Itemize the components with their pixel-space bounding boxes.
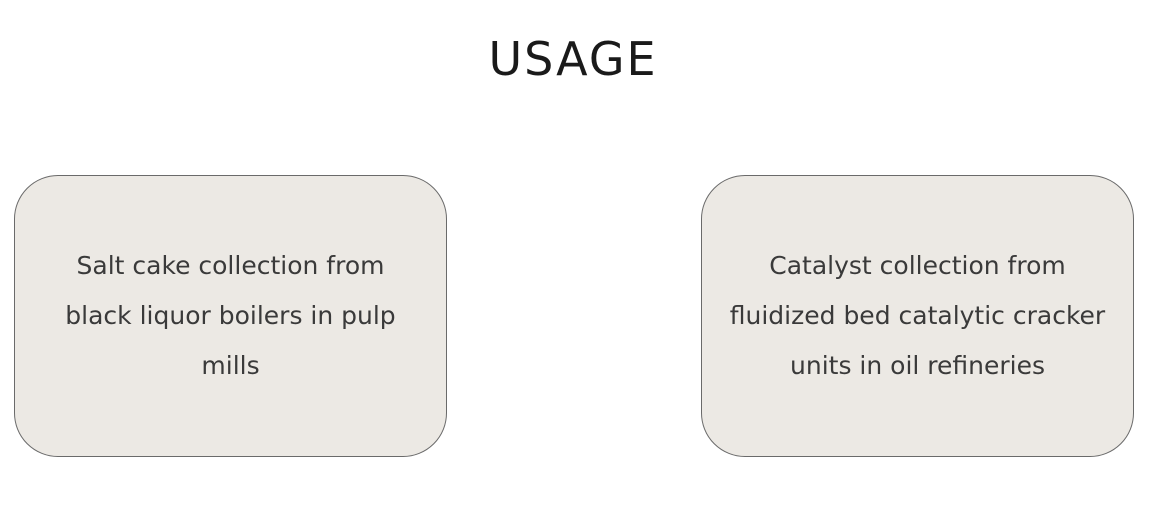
usage-card-catalyst: Catalyst collection from fluidized bed c… (701, 175, 1134, 457)
usage-card-text: Salt cake collection from black liquor b… (65, 251, 396, 380)
page-title: USAGE (488, 32, 658, 86)
usage-card-salt-cake: Salt cake collection from black liquor b… (14, 175, 447, 457)
usage-card-text: Catalyst collection from fluidized bed c… (729, 251, 1106, 380)
